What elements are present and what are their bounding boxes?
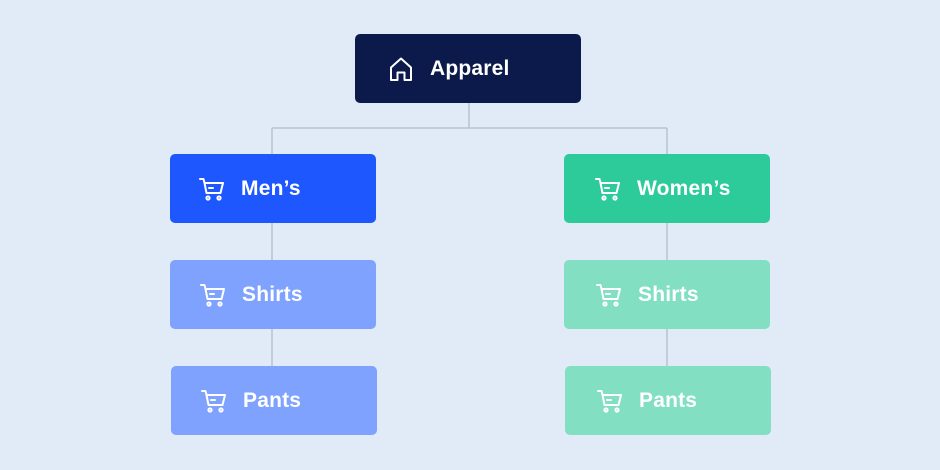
node-label: Pants	[639, 388, 698, 412]
cart-icon	[199, 281, 227, 309]
node-mens-shirts[interactable]: Shirts	[170, 260, 376, 329]
node-label: Shirts	[242, 282, 303, 306]
node-mens[interactable]: Men’s	[170, 154, 376, 223]
node-label: Apparel	[430, 56, 510, 80]
node-mens-pants[interactable]: Pants	[171, 366, 377, 435]
node-womens-shirts[interactable]: Shirts	[564, 260, 770, 329]
cart-icon	[198, 175, 226, 203]
node-label: Women’s	[637, 176, 731, 200]
node-womens-pants[interactable]: Pants	[565, 366, 771, 435]
home-icon	[387, 55, 415, 83]
cart-icon	[594, 175, 622, 203]
node-label: Pants	[243, 388, 302, 412]
node-apparel[interactable]: Apparel	[355, 34, 581, 103]
node-label: Men’s	[241, 176, 301, 200]
cart-icon	[200, 387, 228, 415]
node-label: Shirts	[638, 282, 699, 306]
cart-icon	[596, 387, 624, 415]
cart-icon	[595, 281, 623, 309]
node-womens[interactable]: Women’s	[564, 154, 770, 223]
